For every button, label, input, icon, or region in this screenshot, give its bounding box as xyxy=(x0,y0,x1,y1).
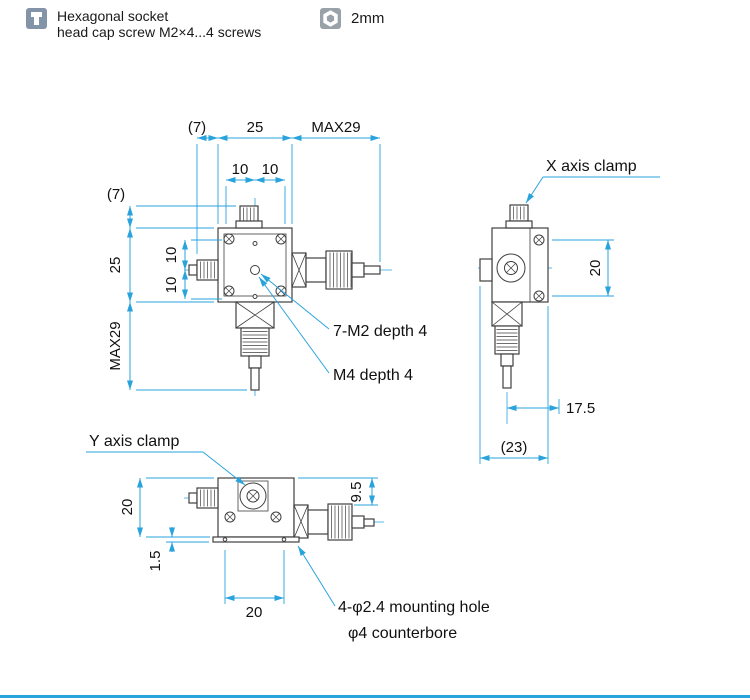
mounting-hole xyxy=(222,537,228,542)
center-hole-m4 xyxy=(250,265,260,275)
dim-label: 25 xyxy=(247,119,264,136)
callout-mounting-hole-line1: 4-φ2.4 mounting hole xyxy=(338,599,490,616)
clamp-knob-top xyxy=(235,205,263,229)
dim-label: 10 xyxy=(262,161,279,178)
leader-m2-holes xyxy=(260,273,330,330)
dim-label: (7) xyxy=(188,119,206,136)
cap-screw-icon xyxy=(26,8,47,29)
dim-label: 25 xyxy=(107,257,124,274)
m2-hole xyxy=(252,241,258,246)
dim-label: (23) xyxy=(501,439,528,456)
dim-label: 1.5 xyxy=(147,551,164,572)
legend-hex-size: 2mm xyxy=(351,10,385,27)
legend-screw-line2: head cap screw M2×4...4 screws xyxy=(57,24,262,40)
clamp-end-face xyxy=(239,482,267,510)
callout-y-axis-clamp: Y axis clamp xyxy=(89,433,180,450)
leader-x-clamp xyxy=(525,176,544,204)
dim-label: 20 xyxy=(119,499,136,516)
y-micrometer xyxy=(235,301,275,391)
top-view: (7) 25 MAX29 10 10 (7) 25 MAX29 10 10 7-… xyxy=(107,119,427,396)
dim-label: MAX29 xyxy=(107,321,124,370)
callout-mounting-hole-line2: φ4 counterbore xyxy=(348,625,457,642)
clamp-knob-x xyxy=(505,204,533,229)
m2-hole xyxy=(252,294,258,299)
extension-lines xyxy=(146,477,378,604)
callout-m4-hole: M4 depth 4 xyxy=(333,367,413,384)
front-view: Y axis clamp 20 1.5 20 9.5 4-φ2.4 mounti… xyxy=(86,433,490,642)
extension-lines xyxy=(479,239,614,464)
page-bottom-border xyxy=(0,695,750,698)
clamp-knob-y xyxy=(188,487,219,509)
dim-label: MAX29 xyxy=(311,119,360,136)
legend-screw-note: Hexagonal socket head cap screw M2×4...4… xyxy=(26,8,261,40)
dim-label: (7) xyxy=(107,186,125,203)
callout-x-axis-clamp: X axis clamp xyxy=(546,158,637,175)
legend-screw-line1: Hexagonal socket xyxy=(57,8,169,24)
front-screws xyxy=(224,511,282,523)
base-plate xyxy=(212,536,300,543)
knob-boss xyxy=(479,258,493,282)
dim-label: 17.5 xyxy=(566,400,595,417)
callout-m2-holes: 7-M2 depth 4 xyxy=(333,323,427,340)
dim-label: 10 xyxy=(232,161,249,178)
hex-wrench-icon xyxy=(320,8,341,29)
clamp-housing xyxy=(237,480,269,512)
micrometer-end-face xyxy=(496,253,526,283)
dim-label: 20 xyxy=(587,260,604,277)
mounting-hole xyxy=(281,537,287,542)
extension-lines xyxy=(136,144,381,391)
side-screws xyxy=(533,234,545,302)
dim-label: 10 xyxy=(163,247,180,264)
dim-label: 9.5 xyxy=(348,482,365,503)
side-view: X axis clamp 20 17.5 (23) xyxy=(478,158,660,464)
x-micrometer-front xyxy=(293,503,375,541)
leader-mounting-hole xyxy=(297,545,336,607)
leader-m4-hole xyxy=(258,276,330,374)
clamp-knob-left xyxy=(188,259,219,281)
dim-label: 10 xyxy=(163,277,180,294)
legend-hex-note: 2mm xyxy=(320,8,384,29)
dim-label: 20 xyxy=(246,604,263,621)
y-micrometer-side xyxy=(491,301,523,389)
x-micrometer xyxy=(291,250,381,290)
leader-y-clamp xyxy=(202,451,246,486)
